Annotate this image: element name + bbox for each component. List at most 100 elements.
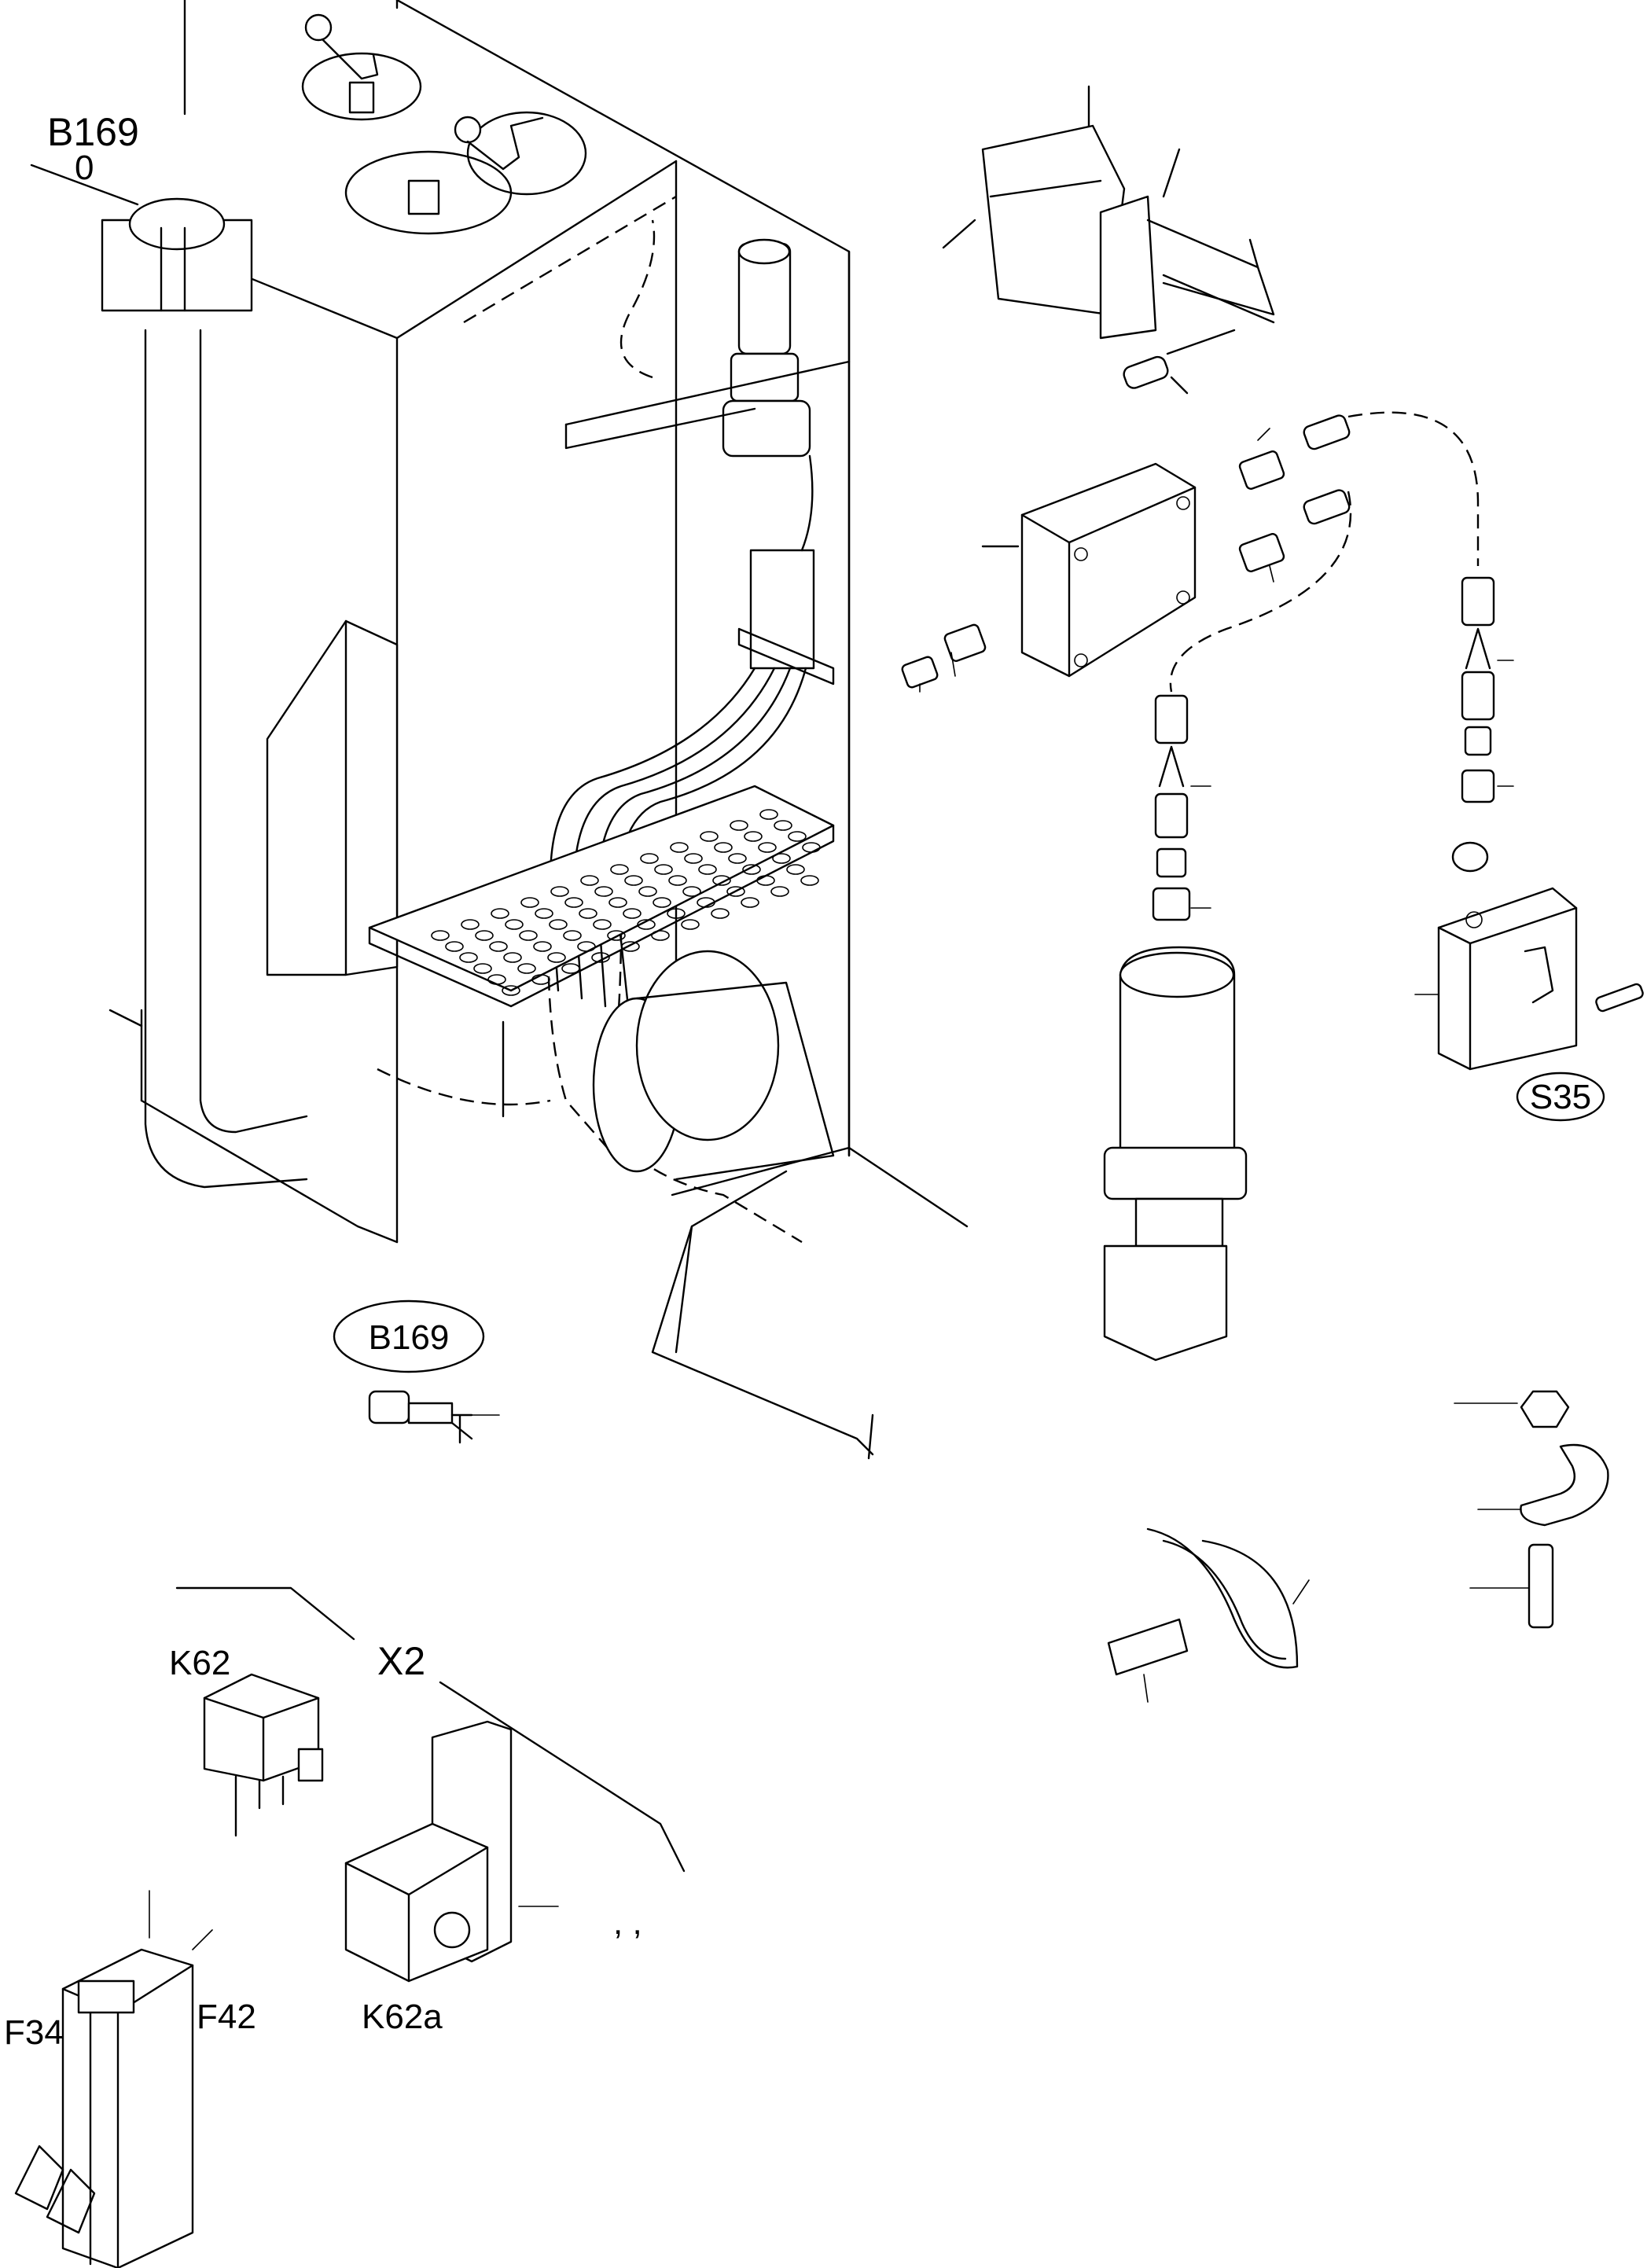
f42-label: F42 <box>197 1998 256 2036</box>
shelf-hole <box>726 886 745 897</box>
shelf-hole <box>607 930 626 941</box>
shelf-hole <box>623 908 642 919</box>
junction-cables <box>1169 411 1480 693</box>
shelf-hole <box>770 886 789 897</box>
k62a-label: K62a <box>362 1998 443 2036</box>
shelf-hole <box>682 886 701 897</box>
shelf-hole <box>728 853 747 864</box>
shelf-hole <box>681 919 700 930</box>
shelf-hole <box>610 864 629 875</box>
shelf-hole <box>698 864 717 875</box>
cable-tie <box>1107 1527 1310 1703</box>
shelf-hole <box>489 941 508 952</box>
shelf-hole <box>624 875 643 886</box>
shelf-hole <box>800 875 819 886</box>
shelf-hole <box>577 941 596 952</box>
f34-label: F34 <box>4 2013 64 2052</box>
shelf-hole <box>431 930 450 941</box>
shelf-hole <box>550 886 569 897</box>
filter-box <box>266 619 399 976</box>
hydraulic-unit <box>564 238 851 458</box>
top-valves <box>301 13 587 235</box>
shelf-hole <box>531 974 550 985</box>
b169-top-sub: 0 <box>75 149 94 187</box>
shelf-hole <box>561 963 580 974</box>
shelf-hole <box>772 853 791 864</box>
shelf-hole <box>670 842 689 853</box>
shelf-hole <box>637 919 656 930</box>
s35-label: S35 <box>1530 1078 1591 1116</box>
shelf-hole <box>520 897 539 908</box>
k62a-relay-socket: K62a , , <box>344 1720 642 2036</box>
shelf-hole <box>445 941 464 952</box>
shelf-hole <box>640 853 659 864</box>
pump-motor <box>1103 694 1248 1362</box>
clamp-hardware <box>1454 1390 1609 1629</box>
shelf-hole <box>579 908 597 919</box>
junction-box <box>981 462 1197 678</box>
shelf-hole <box>756 875 775 886</box>
shelf-hole <box>654 864 673 875</box>
shelf-hole <box>712 875 731 886</box>
shelf-hole <box>700 831 719 842</box>
shelf-hole <box>714 842 733 853</box>
shelf-hole <box>591 952 610 963</box>
shelf-hole <box>786 864 805 875</box>
shelf-hole <box>547 952 566 963</box>
shelf-hole <box>684 853 703 864</box>
shelf-hole <box>535 908 553 919</box>
shelf-hole <box>667 908 686 919</box>
shelf-hole <box>517 963 536 974</box>
shelf-hole <box>580 875 599 886</box>
x2-panel: X2 <box>175 1586 686 1873</box>
shelf-hole <box>505 919 524 930</box>
shelf-hole <box>730 820 748 831</box>
cable-glands <box>901 414 1351 693</box>
x2-label: X2 <box>377 1639 425 1683</box>
shelf-hole <box>758 842 777 853</box>
shelf-hole <box>653 897 671 908</box>
shelf-hole <box>594 886 613 897</box>
shelf-hole <box>459 952 478 963</box>
shelf-hole <box>744 831 763 842</box>
shelf-hole <box>564 897 583 908</box>
s35-switch: S35 <box>1414 576 1644 1122</box>
shelf-hole <box>608 897 627 908</box>
shelf-hole <box>502 985 520 996</box>
k62-label: K62 <box>169 1644 230 1682</box>
shelf-hole <box>668 875 687 886</box>
shelf-hole <box>788 831 807 842</box>
shelf-hole <box>461 919 480 930</box>
shelf-hole <box>519 930 538 941</box>
valve-block <box>737 454 835 686</box>
commas-mark: , , <box>613 1903 642 1942</box>
outlet-pipe <box>502 950 969 1460</box>
shelf-hole <box>621 941 640 952</box>
shelf-hole <box>491 908 509 919</box>
shelf-hole <box>475 930 494 941</box>
b169-top-label: B169 <box>47 110 139 154</box>
shelf-hole <box>533 941 552 952</box>
terminal-block <box>942 85 1275 395</box>
b169-callout: B169 <box>333 1299 500 1444</box>
perforated-shelf <box>368 785 835 1008</box>
shelf-hole <box>593 919 612 930</box>
shelf-hole <box>651 930 670 941</box>
shelf-hole <box>697 897 715 908</box>
shelf-hole <box>742 864 761 875</box>
shelf-hole <box>759 809 778 820</box>
b169-circle-label: B169 <box>369 1318 450 1357</box>
shelf-hole <box>473 963 492 974</box>
shelf-hole <box>741 897 759 908</box>
b169-sensor-top <box>30 164 253 312</box>
shelf-hole <box>487 974 506 985</box>
k62-relay: K62 <box>169 1644 324 1837</box>
shelf-hole <box>563 930 582 941</box>
circuit-breakers: F34 F42 <box>4 1890 256 2268</box>
shelf-hole <box>638 886 657 897</box>
shelf-hole <box>802 842 821 853</box>
shelf-hole <box>549 919 568 930</box>
shelf-hole <box>711 908 730 919</box>
